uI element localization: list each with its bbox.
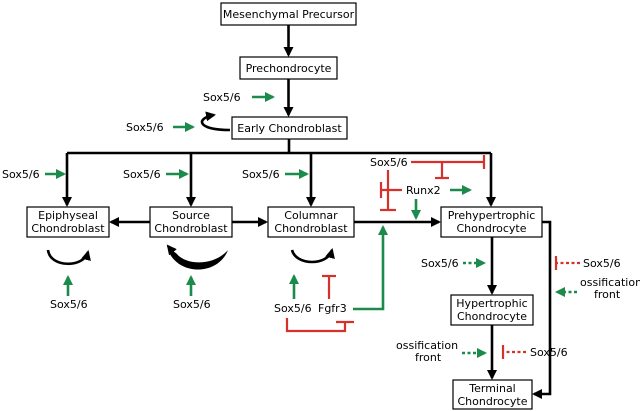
cell-columnar-chondroblast: Columnar Chondroblast bbox=[267, 206, 355, 238]
sox-activates-columnar: Sox5/6 bbox=[242, 168, 309, 181]
sox-activates-hypertrophic: Sox5/6 bbox=[421, 257, 486, 270]
cell-epiphyseal-chondroblast: Epiphyseal Chondroblast bbox=[26, 206, 110, 238]
cell-prehypertrophic-chondrocyte: Prehypertrophic Chondrocyte bbox=[440, 206, 543, 238]
proliferation-arrow-epiphyseal bbox=[46, 249, 91, 265]
svg-text:Sox5/6: Sox5/6 bbox=[242, 168, 280, 181]
proliferation-arrow-columnar bbox=[290, 248, 335, 264]
svg-text:Chondrocyte: Chondrocyte bbox=[458, 395, 528, 408]
self-renewal-loop-early bbox=[200, 111, 231, 132]
svg-text:Chondroblast: Chondroblast bbox=[154, 222, 228, 235]
cell-prechondrocyte: Prechondrocyte bbox=[239, 56, 338, 80]
svg-text:front: front bbox=[415, 351, 442, 364]
sox-activates-source-proliferation: Sox5/6 bbox=[173, 275, 211, 311]
svg-text:Chondroblast: Chondroblast bbox=[274, 222, 348, 235]
cell-terminal-chondrocyte: Terminal Chondrocyte bbox=[452, 379, 533, 410]
svg-text:Terminal: Terminal bbox=[468, 382, 516, 395]
svg-text:Sox5/6: Sox5/6 bbox=[583, 257, 621, 270]
sox-activates-epiphyseal: Sox5/6 bbox=[2, 168, 66, 181]
sox-activates-early-loop: Sox5/6 bbox=[126, 121, 195, 134]
cell-mesenchymal-precursor: Mesenchymal Precursor bbox=[220, 2, 357, 26]
sox-activates-source: Sox5/6 bbox=[123, 168, 189, 181]
svg-text:Sox5/6: Sox5/6 bbox=[126, 121, 164, 134]
svg-text:Sox5/6: Sox5/6 bbox=[370, 156, 408, 169]
svg-text:Sox5/6: Sox5/6 bbox=[530, 346, 568, 359]
runx2-network: Sox5/6 Runx2 bbox=[370, 155, 486, 220]
proliferation-arrow-source-head bbox=[166, 244, 178, 257]
svg-text:Sox5/6: Sox5/6 bbox=[50, 298, 88, 311]
arrow-prehypertrophic-to-terminal bbox=[532, 220, 552, 399]
cell-early-chondroblast: Early Chondroblast bbox=[231, 116, 348, 140]
sox-inhibits-terminal: Sox5/6 bbox=[501, 345, 568, 359]
ossification-activates-terminal: ossification front bbox=[396, 339, 487, 364]
svg-text:Fgfr3: Fgfr3 bbox=[318, 302, 347, 315]
svg-text:Epiphyseal: Epiphyseal bbox=[38, 209, 98, 222]
svg-text:Sox5/6: Sox5/6 bbox=[173, 298, 211, 311]
svg-text:ossification: ossification bbox=[396, 339, 458, 352]
svg-text:Early Chondroblast: Early Chondroblast bbox=[237, 122, 342, 135]
svg-text:Sox5/6: Sox5/6 bbox=[203, 91, 241, 104]
columnar-regulators: Sox5/6 Fgfr3 bbox=[274, 225, 388, 333]
ossification-activates-terminal-bypass: ossification front bbox=[555, 276, 640, 301]
svg-text:Sox5/6: Sox5/6 bbox=[274, 302, 312, 315]
svg-text:Columnar: Columnar bbox=[284, 209, 338, 222]
sox-activates-epiphyseal-proliferation: Sox5/6 bbox=[50, 275, 88, 311]
svg-text:Sox5/6: Sox5/6 bbox=[123, 168, 161, 181]
svg-text:Sox5/6: Sox5/6 bbox=[2, 168, 40, 181]
svg-text:Hypertrophic: Hypertrophic bbox=[456, 297, 527, 310]
svg-text:Chondrocyte: Chondrocyte bbox=[457, 310, 527, 323]
sox-activates-early-transition: Sox5/6 bbox=[203, 91, 275, 104]
svg-text:Runx2: Runx2 bbox=[406, 184, 441, 197]
svg-text:Prehypertrophic: Prehypertrophic bbox=[448, 209, 536, 222]
cell-hypertrophic-chondrocyte: Hypertrophic Chondrocyte bbox=[450, 294, 534, 326]
cell-source-chondroblast: Source Chondroblast bbox=[149, 206, 233, 238]
svg-text:Prechondrocyte: Prechondrocyte bbox=[246, 62, 332, 75]
svg-text:Source: Source bbox=[172, 209, 210, 222]
svg-text:Chondroblast: Chondroblast bbox=[31, 222, 105, 235]
svg-text:Sox5/6: Sox5/6 bbox=[421, 257, 459, 270]
sox-inhibits-terminal-bypass: Sox5/6 bbox=[554, 256, 621, 270]
svg-text:ossification: ossification bbox=[580, 276, 640, 289]
svg-text:Mesenchymal Precursor: Mesenchymal Precursor bbox=[223, 8, 355, 21]
svg-text:Chondrocyte: Chondrocyte bbox=[457, 222, 527, 235]
proliferation-arrow-source bbox=[168, 250, 228, 270]
svg-text:front: front bbox=[594, 288, 621, 301]
